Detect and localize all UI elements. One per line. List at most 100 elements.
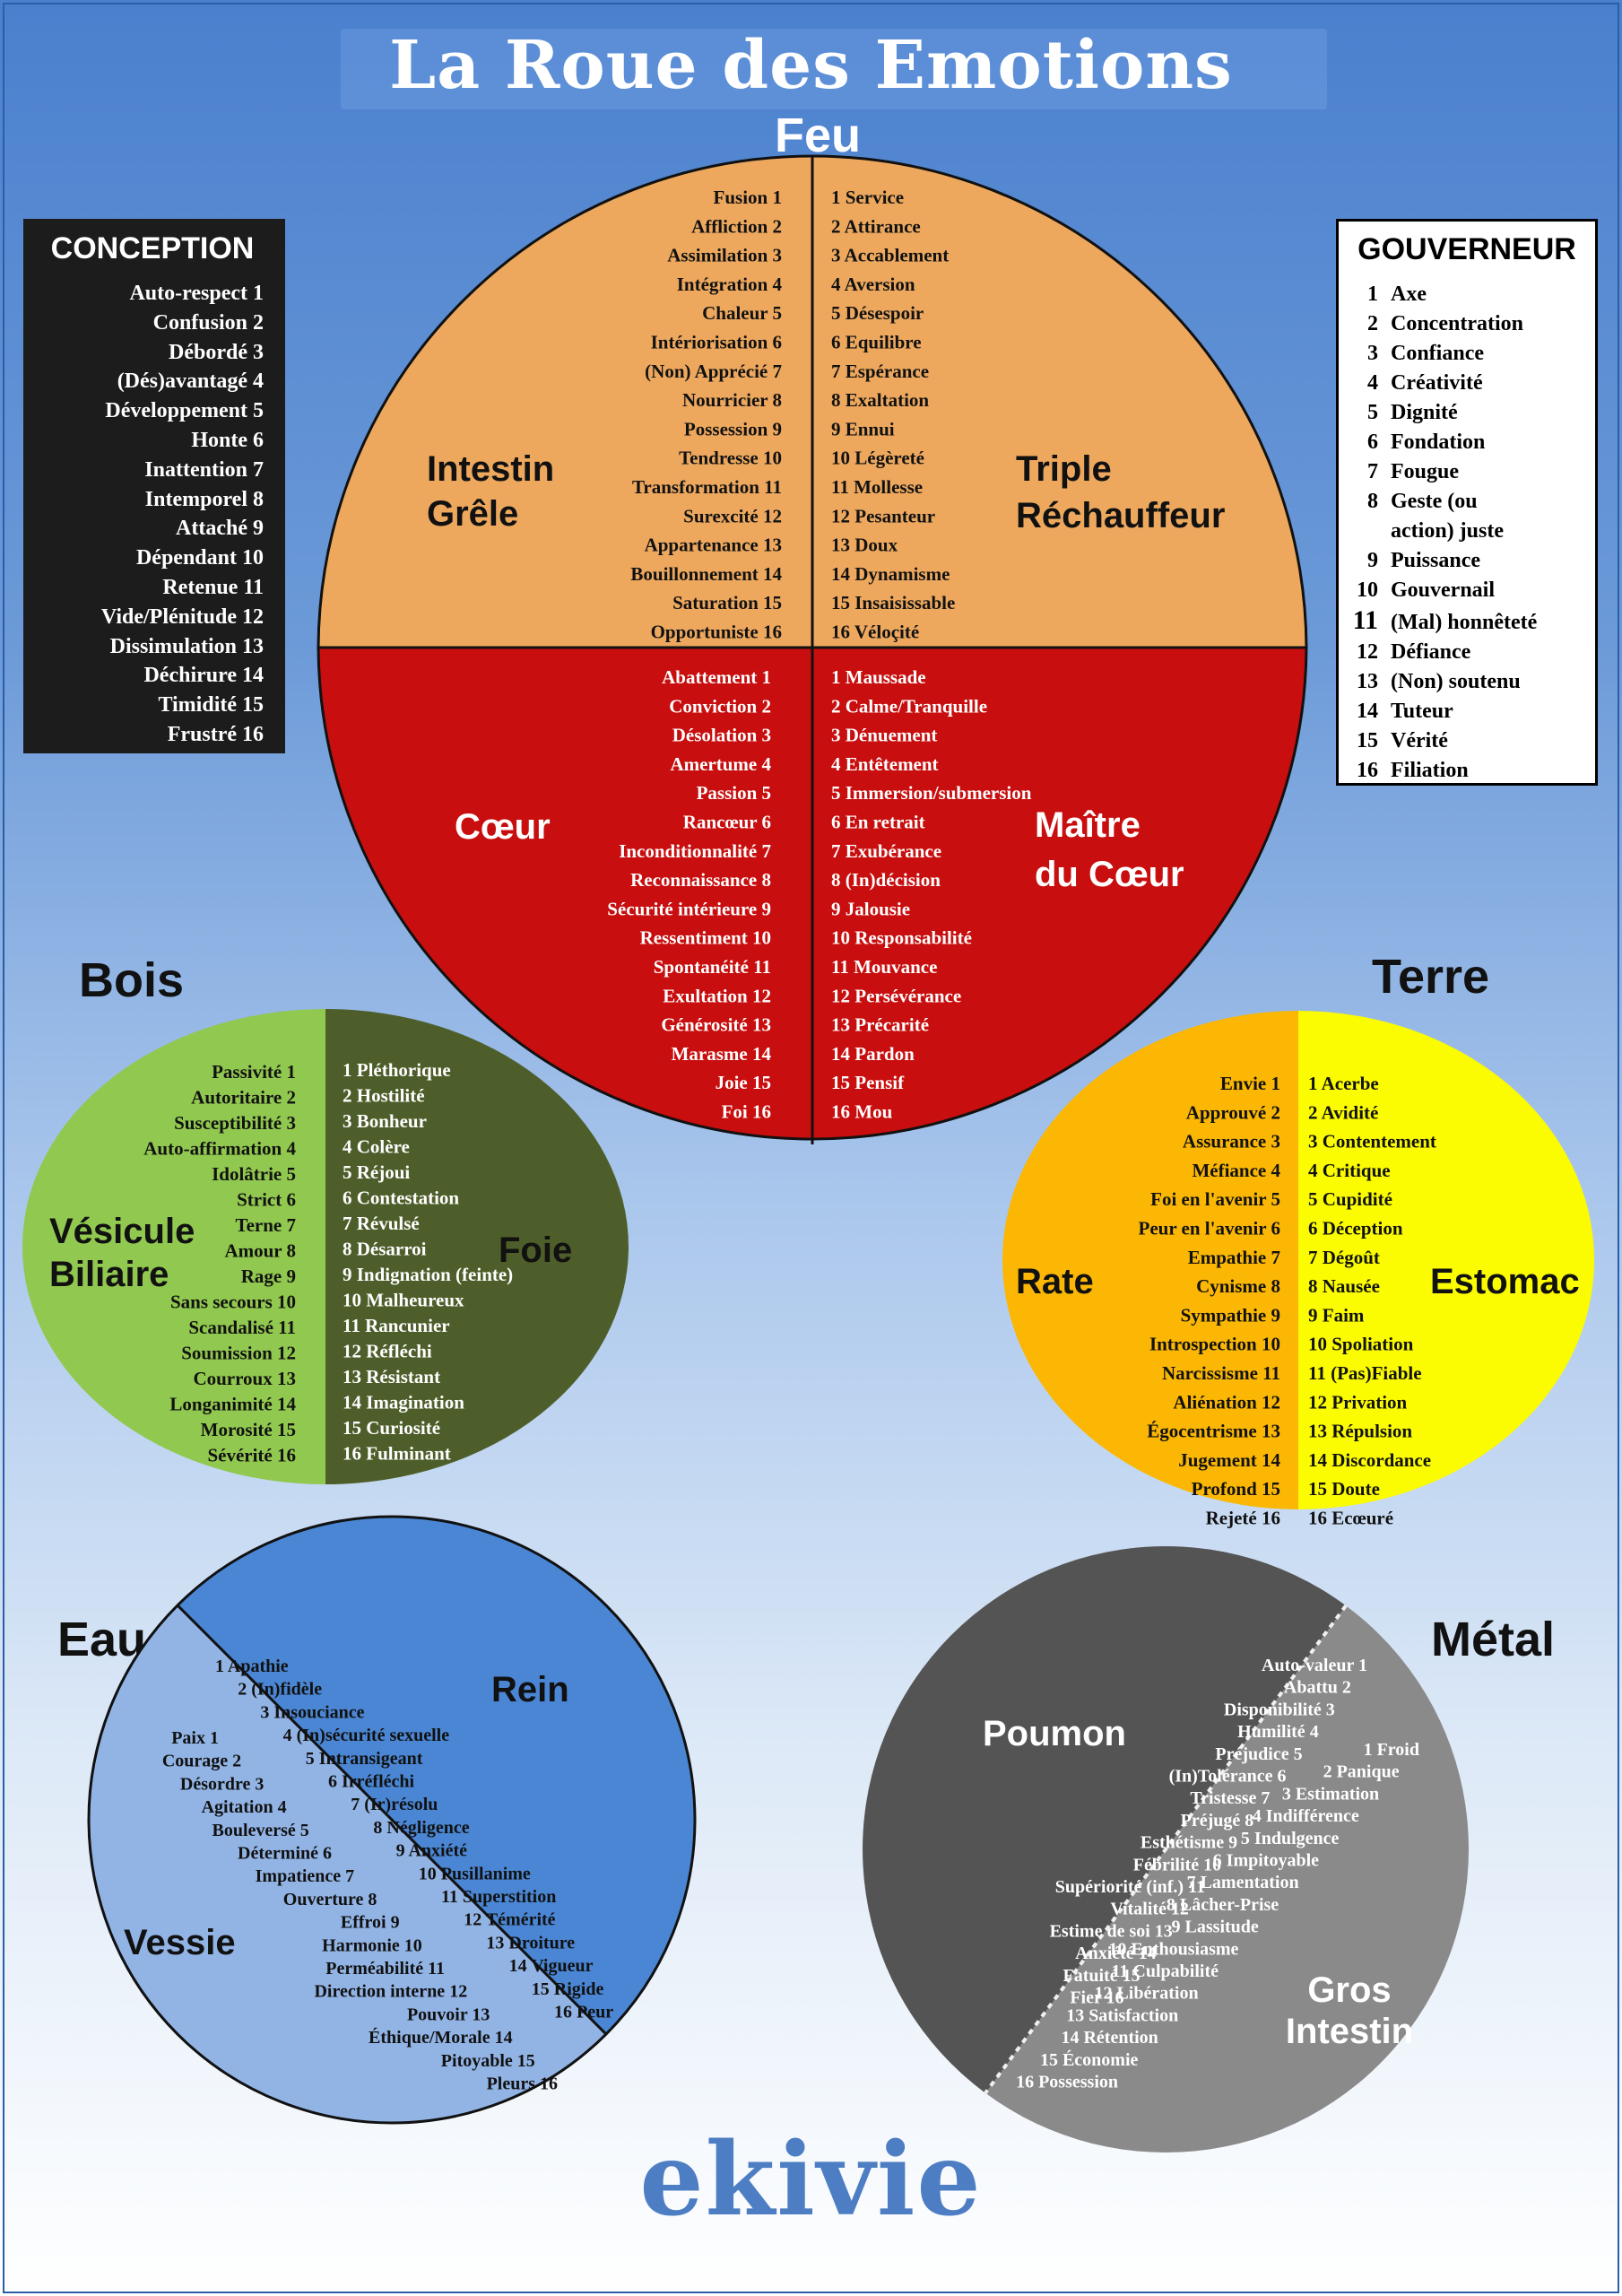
- gouverneur-item-number: 7: [1367, 460, 1378, 483]
- gouverneur-item-number: 11: [1352, 605, 1378, 635]
- emotion-item: 14 Discordance: [1308, 1449, 1431, 1471]
- emotion-item: 10 Responsabilité: [831, 927, 972, 949]
- emotion-item: Anxiété 14: [1075, 1944, 1157, 1963]
- gouverneur-item-text: Puissance: [1391, 549, 1481, 572]
- element-title-terre: Terre: [1372, 950, 1490, 1004]
- emotion-item: 10 Légèreté: [831, 448, 924, 469]
- emotion-item: 14 Rétention: [1061, 2028, 1158, 2048]
- conception-item: Inattention 7: [144, 457, 264, 482]
- eau-divider: [176, 1604, 608, 2036]
- emotion-item: Possession 9: [684, 418, 782, 439]
- emotion-item: Transformation 11: [632, 476, 782, 498]
- conception-item: Dissimulation 13: [109, 634, 264, 658]
- emotion-item: Auto-affirmation 4: [143, 1138, 296, 1160]
- gouverneur-item-text: (Mal) honnêteté: [1391, 611, 1538, 634]
- emotion-item: Estime de soi 13: [1050, 1921, 1173, 1941]
- emotion-item: 12 Persévérance: [831, 985, 961, 1006]
- emotion-item: 1 Apathie: [215, 1657, 289, 1676]
- emotion-item: 7 Dégoût: [1308, 1247, 1380, 1268]
- emotion-item: 13 Résistant: [343, 1366, 440, 1387]
- emotion-item: 8 (In)décision: [831, 869, 941, 891]
- emotion-item: 14 Imagination: [343, 1392, 464, 1413]
- metal-upper-half: [863, 1546, 1347, 2093]
- emotion-item: Disponibilité 3: [1224, 1700, 1335, 1719]
- gouverneur-item-number: 3: [1367, 342, 1378, 365]
- emotion-item: Conviction 2: [669, 695, 771, 717]
- emotion-item: Impatience 7: [256, 1866, 355, 1886]
- organ-label-intestin-grele: Grêle: [427, 494, 518, 534]
- emotion-item: Jugement 14: [1178, 1449, 1280, 1471]
- gouverneur-item-number: 14: [1357, 700, 1378, 723]
- emotion-item: 12 Témérité: [464, 1910, 555, 1930]
- emotion-item: Peur en l'avenir 6: [1139, 1218, 1280, 1239]
- gouverneur-item: 13(Non) soutenu: [1348, 667, 1586, 697]
- emotion-item: 5 Immersion/submersion: [831, 782, 1032, 804]
- emotion-item: Amertume 4: [670, 753, 771, 775]
- emotion-item: 9 Lassitude: [1172, 1918, 1259, 1937]
- emotion-item: 15 Pensif: [831, 1072, 905, 1093]
- emotion-item: 5 Cupidité: [1308, 1188, 1392, 1210]
- metal-divider: [984, 1605, 1348, 2094]
- emotion-item: Sympathie 9: [1181, 1304, 1280, 1326]
- emotion-item: 10 Spoliation: [1308, 1334, 1414, 1355]
- emotion-item: Fatuité 15: [1063, 1966, 1141, 1986]
- emotion-item: Rancœur 6: [683, 812, 771, 833]
- emotion-item: 11 Culpabilité: [1112, 1961, 1219, 1981]
- emotion-item: 15 Économie: [1040, 2049, 1139, 2070]
- emotion-item: 2 Panique: [1323, 1762, 1400, 1782]
- emotion-item: 16 Possession: [1016, 2073, 1118, 2092]
- element-title-eau: Eau: [57, 1613, 147, 1666]
- emotion-item: Tendresse 10: [679, 448, 782, 469]
- organ-label-triple-rechauffeur: Triple: [1016, 449, 1112, 489]
- emotion-item: 3 Bonheur: [343, 1110, 427, 1132]
- emotion-item: Narcissisme 11: [1162, 1362, 1280, 1384]
- emotion-item: Déterminé 6: [238, 1844, 332, 1864]
- gouverneur-item-number: 5: [1367, 401, 1378, 424]
- emotion-item: Joie 15: [716, 1072, 771, 1093]
- emotion-item: 13 Répulsion: [1308, 1421, 1412, 1442]
- emotion-item: Saturation 15: [672, 592, 782, 613]
- emotion-item: Tristesse 7: [1190, 1788, 1270, 1808]
- metal-wheel: [863, 1546, 1469, 2152]
- emotion-item: 8 Négligence: [373, 1818, 469, 1838]
- emotion-item: Intégration 4: [677, 274, 783, 295]
- emotion-item: 1 Acerbe: [1308, 1073, 1379, 1094]
- emotion-item: 5 Indulgence: [1241, 1829, 1340, 1848]
- emotion-item: 13 Précarité: [831, 1014, 929, 1036]
- organ-label-triple-rechauffeur: Réchauffeur: [1016, 496, 1225, 535]
- emotion-item: 7 (Ir)résolu: [351, 1795, 438, 1814]
- organ-label-vesicule-biliaire: Biliaire: [49, 1255, 169, 1294]
- emotion-item: 1 Froid: [1364, 1740, 1419, 1760]
- emotion-item: Chaleur 5: [702, 302, 782, 324]
- gouverneur-item-number: 10: [1357, 578, 1378, 602]
- emotion-item: Fusion 1: [714, 187, 782, 208]
- gouverneur-item: 3 Confiance: [1348, 339, 1586, 369]
- conception-item: Auto-respect 1: [129, 282, 264, 305]
- emotion-item: 15 Insaisissable: [831, 592, 955, 613]
- emotion-item: Méfiance 4: [1192, 1160, 1280, 1181]
- emotion-item: 8 Lâcher-Prise: [1167, 1895, 1279, 1915]
- emotion-item: 4 Entêtement: [831, 753, 939, 775]
- gouverneur-item-text: Confiance: [1391, 342, 1484, 365]
- conception-item: Intemporel 8: [144, 487, 264, 511]
- emotion-item: Auto-valeur 1: [1262, 1656, 1367, 1675]
- organ-label-foie: Foie: [499, 1231, 572, 1270]
- emotion-item: Idolâtrie 5: [212, 1163, 296, 1185]
- gouverneur-item-text: Geste (ou: [1391, 490, 1478, 513]
- emotion-item: Susceptibilité 3: [174, 1112, 296, 1134]
- emotion-item: 4 Colère: [343, 1136, 410, 1158]
- emotion-item: Éthique/Morale 14: [369, 2027, 513, 2048]
- emotion-item: 3 Accablement: [831, 245, 949, 266]
- emotion-item: Esthétisme 9: [1141, 1833, 1237, 1853]
- conception-item: Confusion 2: [152, 310, 264, 335]
- gouverneur-item-text: action) juste: [1391, 519, 1504, 543]
- emotion-item: Sécurité intérieure 9: [607, 898, 771, 919]
- conception-item: Attaché 9: [176, 517, 264, 541]
- emotion-item: 16 Fulminant: [343, 1443, 451, 1465]
